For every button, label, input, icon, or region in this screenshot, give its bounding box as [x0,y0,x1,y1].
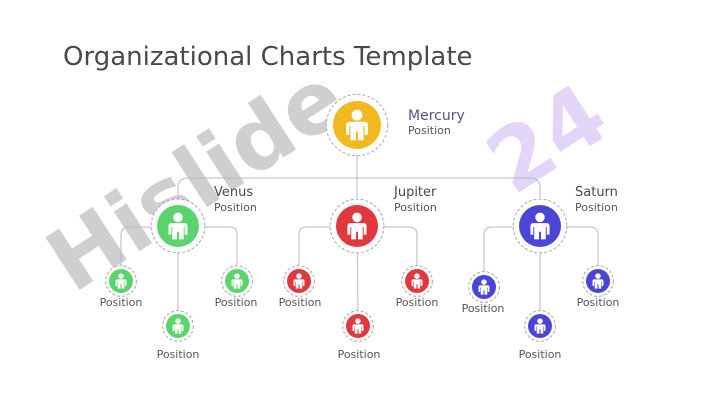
page-title: Organizational Charts Template [63,42,473,72]
venus-sub-2-label: Position [156,348,200,361]
person-icon [168,212,188,240]
level3-node-jupiter-2 [342,310,374,342]
venus-name: Venus [214,185,254,200]
root-name: Mercury [408,108,465,124]
level3-node-saturn-2 [524,310,556,342]
person-icon [293,273,305,289]
level2-bus [177,177,541,198]
root-position: Position [408,124,451,137]
person-icon [172,318,184,334]
level3-node-jupiter-1 [283,265,315,297]
person-icon [231,273,243,289]
level2-node-venus [150,198,206,254]
person-icon [411,273,423,289]
saturn-name: Saturn [575,185,618,200]
level3-node-saturn-1 [468,271,500,303]
org-nodes [105,93,614,342]
person-icon [115,273,127,289]
jupiter-name: Jupiter [394,185,437,200]
person-icon [592,273,604,289]
venus-sub-3-label: Position [214,296,258,309]
jupiter-sub-3-label: Position [395,296,439,309]
root-node [325,93,389,157]
venus-position: Position [214,201,257,214]
saturn-position: Position [575,201,618,214]
venus-sub-1-label: Position [99,296,143,309]
saturn-sub-3-label: Position [576,296,620,309]
level3-node-jupiter-3 [401,265,433,297]
level2-node-jupiter [329,198,385,254]
jupiter-sub-1-label: Position [278,296,322,309]
saturn-sub-1-label: Position [461,302,505,315]
jupiter-position: Position [394,201,437,214]
saturn-label: Saturn Position [575,185,618,215]
level2-node-saturn [512,198,568,254]
person-icon [347,212,367,240]
jupiter-label: Jupiter Position [394,185,437,215]
level3-node-venus-2 [162,310,194,342]
venus-label: Venus Position [214,185,257,215]
person-icon [534,318,546,334]
level3-node-venus-3 [221,265,253,297]
jupiter-sub-2-label: Position [337,348,381,361]
level3-node-saturn-3 [582,265,614,297]
level3-node-venus-1 [105,265,137,297]
person-icon [352,318,364,334]
root-label: Mercury Position [408,108,465,138]
person-icon [530,212,550,240]
saturn-sub-2-label: Position [518,348,562,361]
person-icon [478,279,490,295]
person-icon [346,109,368,141]
